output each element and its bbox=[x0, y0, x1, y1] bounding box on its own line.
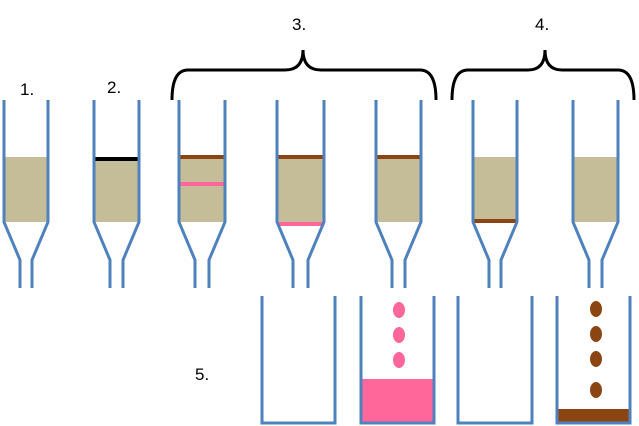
beaker-wall bbox=[260, 296, 337, 425]
brown-liquid bbox=[557, 409, 630, 423]
column-wall bbox=[177, 100, 227, 288]
matrix-fill bbox=[94, 159, 139, 222]
step-4-label: 4. bbox=[535, 15, 549, 34]
brown-drop bbox=[590, 301, 602, 317]
step-4-brace bbox=[450, 49, 636, 101]
brown-band bbox=[277, 155, 324, 159]
matrix-fill bbox=[277, 157, 324, 222]
pink-drop bbox=[393, 327, 405, 343]
brown-band bbox=[179, 155, 225, 159]
pink-liquid bbox=[362, 379, 434, 423]
step-2-label: 2. bbox=[107, 78, 121, 97]
beaker-1 bbox=[260, 296, 337, 425]
column-wall bbox=[2, 100, 50, 288]
brown-drop bbox=[590, 382, 602, 398]
brown-drop bbox=[590, 351, 602, 367]
step-5-label: 5. bbox=[195, 365, 209, 384]
column-1 bbox=[2, 100, 50, 288]
matrix-fill bbox=[376, 157, 421, 222]
column-3b bbox=[275, 100, 326, 288]
column-3c bbox=[374, 100, 423, 288]
column-4a bbox=[471, 100, 519, 288]
sample-band bbox=[93, 157, 140, 161]
step-3-label: 3. bbox=[292, 15, 306, 34]
column-3a bbox=[177, 100, 227, 288]
pink-drop bbox=[393, 302, 405, 318]
step-1-label: 1. bbox=[20, 80, 34, 99]
beaker-2 bbox=[359, 296, 436, 425]
beaker-4 bbox=[555, 296, 632, 425]
matrix-fill bbox=[573, 157, 618, 222]
pink-band bbox=[179, 182, 225, 186]
beaker-wall bbox=[456, 296, 534, 425]
column-wall bbox=[275, 100, 326, 288]
pink-band bbox=[277, 222, 324, 226]
matrix-fill bbox=[473, 157, 517, 222]
pink-drop bbox=[393, 352, 405, 368]
matrix-fill bbox=[4, 157, 48, 222]
column-2 bbox=[92, 100, 141, 288]
beaker-wall bbox=[555, 296, 632, 425]
column-wall bbox=[571, 100, 620, 288]
matrix-fill bbox=[179, 157, 225, 222]
brown-drop bbox=[590, 326, 602, 342]
brown-band bbox=[376, 155, 421, 159]
column-wall bbox=[374, 100, 423, 288]
beaker-3 bbox=[456, 296, 534, 425]
beaker-wall bbox=[359, 296, 436, 425]
column-wall bbox=[92, 100, 141, 288]
column-wall bbox=[471, 100, 519, 288]
step-3-brace bbox=[170, 49, 438, 101]
brown-band bbox=[473, 219, 517, 223]
column-4b bbox=[571, 100, 620, 288]
